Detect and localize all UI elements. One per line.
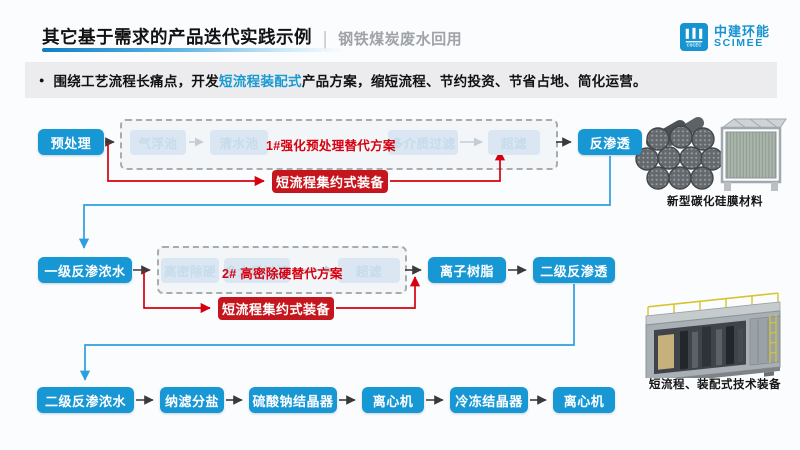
node-stage2-reverse-osmosis: 二级反渗透 [533,257,615,283]
cscec-logo-icon: CSCEC [680,23,708,51]
equipment-skid-image [645,292,781,378]
node-faded-high-density-softening: 高密除硬 [161,258,219,283]
logo-name-cn: 中建环能 [714,23,771,39]
equipment-caption: 短流程、装配式技术装备 [649,379,781,391]
page-subtitle: 钢铁煤炭废水回用 [338,31,463,48]
svg-text:CSCEC: CSCEC [687,43,702,48]
page-title: 其它基于需求的产品迭代实践示例 [42,27,312,47]
membrane-caption: 新型碳化硅膜材料 [667,196,763,208]
company-logo: CSCEC 中建环能 SCIMEE [680,23,770,51]
logo-name-en: SCIMEE [714,37,764,50]
node-centrifuge-1: 离心机 [362,387,424,413]
node-faded-multimedia-filter-2: 多介质过滤 [224,258,290,283]
key-point-band: ● 围绕工艺流程长痛点，开发短流程装配式产品方案，缩短流程、节约投资、节省占地、… [25,62,777,98]
title-separator: | [323,29,328,50]
node-faded-ultrafiltration: 超滤 [488,130,540,155]
node-sodium-sulfate-crystallizer: 硫酸钠结晶器 [249,387,337,413]
key-point-post: 产品方案，缩短流程、节约投资、节省占地、简化运营。 [301,74,647,89]
row2-compact-device-box: 短流程集约式装备 [218,297,334,320]
row1-legacy-process-group [120,119,558,170]
key-point-text: 围绕工艺流程长痛点，开发短流程装配式产品方案，缩短流程、节约投资、节省占地、简化… [53,70,646,90]
node-pretreatment: 预处理 [38,129,104,155]
membrane-rack-image [720,118,787,191]
node-reverse-osmosis: 反渗透 [578,129,642,155]
node-stage2-ro-concentrate: 二级反渗浓水 [37,387,134,413]
key-point-pre: 围绕工艺流程长痛点，开发 [53,74,220,89]
key-point-highlight: 短流程装配式 [219,74,302,89]
node-faded-multimedia-filter: 多介质过滤 [388,130,458,155]
bullet-icon: ● [39,75,45,85]
row1-compact-device-box: 短流程集约式装备 [272,170,388,193]
row1-alternative-label: 1#强化预处理替代方案 [266,139,396,153]
node-faded-flotation-tank: 气浮池 [130,130,186,155]
node-centrifuge-2: 离心机 [553,387,615,413]
header: 其它基于需求的产品迭代实践示例 | 钢铁煤炭废水回用 [42,24,462,49]
row2-alternative-label: 2# 高密除硬替代方案 [222,267,343,281]
node-stage1-ro-concentrate: 一级反渗浓水 [38,257,132,283]
node-ion-exchange-resin: 离子树脂 [428,257,506,283]
node-faded-clear-water-tank: 清水池 [210,130,268,155]
node-nanofiltration-salt-separation: 纳滤分盐 [160,387,224,413]
membrane-tubes-image [635,117,723,190]
title-underline [42,48,345,52]
node-faded-ultrafiltration-2: 超滤 [338,258,400,283]
node-freeze-crystallizer: 冷冻结晶器 [450,387,528,413]
